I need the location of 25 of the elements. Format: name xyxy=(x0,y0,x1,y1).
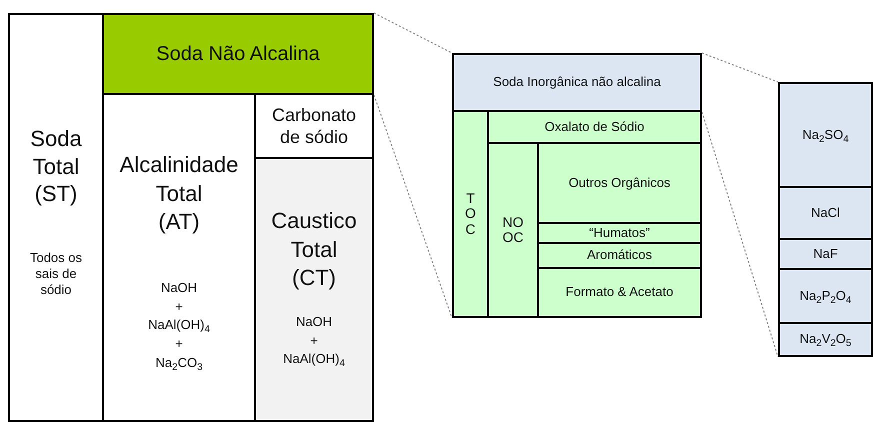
table-cell: T O C xyxy=(452,110,489,318)
table-cell: NaCl xyxy=(778,186,873,240)
table-panel xyxy=(254,157,374,422)
table-cell: NaF xyxy=(778,238,873,270)
zoom-line xyxy=(374,94,452,318)
table-cell: Soda Não Alcalina xyxy=(102,13,374,95)
table-cell: Na$_{2}$V$_{2}$O$_{5}$ xyxy=(778,322,873,357)
table-cell: Na$_{2}$SO$_{4}$ xyxy=(778,82,873,188)
table-cell: Outros Orgânicos xyxy=(537,142,702,224)
table-cell: Oxalato de Sódio xyxy=(487,110,702,144)
table-cell: Formato & Acetato xyxy=(537,267,702,318)
table-cell: NO OC xyxy=(487,142,539,318)
cell-note: NaOH + NaAl(OH)$_{4}$ + Na$_{2}$CO$_{3}$ xyxy=(148,278,210,373)
cell-note: Todos os sais de sódio xyxy=(28,250,84,298)
zoom-line xyxy=(374,12,452,54)
table-cell: “Humatos” xyxy=(537,222,702,244)
cell-heading: Caustico Total (CT) xyxy=(271,207,357,292)
cell-heading: Soda Total (ST) xyxy=(30,125,82,208)
table-panel xyxy=(8,13,104,422)
cell-heading: Alcalinidade Total (AT) xyxy=(120,151,238,236)
cell-note: NaOH + NaAl(OH)$_{4}$ xyxy=(283,312,345,370)
zoom-line xyxy=(702,52,778,82)
table-cell: Aromáticos xyxy=(537,242,702,269)
table-cell: Na$_{2}$P$_{2}$O$_{4}$ xyxy=(778,268,873,324)
table-cell: Soda Inorgânica não alcalina xyxy=(452,53,702,112)
